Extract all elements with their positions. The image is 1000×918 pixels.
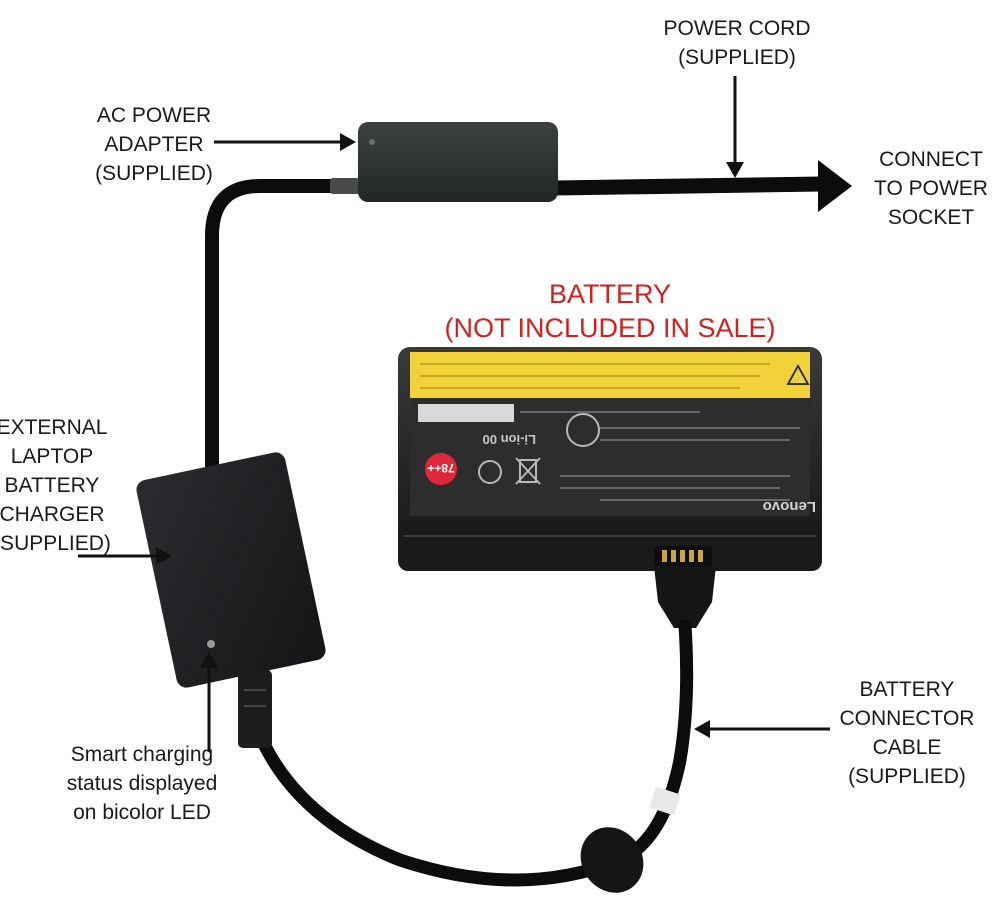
label-line: (SUPPLIED) [0,532,111,555]
label-line: AC POWER [96,104,212,127]
battery-brand-text: Lenovo [762,498,816,515]
label-line: CABLE [872,736,942,759]
ac-adapter [358,122,558,202]
label-charger: EXTERNAL LAPTOP BATTERY CHARGER (SUPPLIE… [0,413,114,558]
battery-pack [398,347,822,571]
label-line: (NOT INCLUDED IN SALE) [444,313,776,343]
dc-cable [205,179,347,485]
label-line: ADAPTER [104,133,204,156]
socket-arrowhead [818,160,852,212]
label-line: (SUPPLIED) [678,46,796,69]
label-connector-cable: BATTERY CONNECTOR CABLE (SUPPLIED) [832,675,982,791]
label-line: BATTERY [859,678,955,701]
connector-plug [654,566,716,628]
label-line: SOCKET [887,206,975,229]
power-cord-line [555,176,823,196]
label-line: BATTERY [548,279,672,309]
ferrite-core [580,827,644,893]
cable-strain-relief [330,178,360,194]
label-line: Smart charging [70,743,214,766]
recycle-icon [478,460,502,484]
cable-barcode-tag [649,787,681,815]
label-line: LAPTOP [10,445,94,468]
label-line: CONNECTOR [839,707,975,730]
label-line: CONNECT [879,148,983,171]
label-line: BATTERY [4,474,100,497]
battery-chemistry-text: Li-ion 00 [482,432,536,447]
battery-badge-text: 78++ [427,461,455,475]
label-line: on bicolor LED [73,801,211,824]
label-line: CHARGER [0,503,105,526]
label-ac-adapter: AC POWER ADAPTER (SUPPLIED) [84,101,224,188]
label-line: EXTERNAL [0,416,108,439]
label-power-cord: POWER CORD (SUPPLIED) [652,14,822,72]
bicolor-led-icon [207,640,215,648]
label-battery: BATTERY (NOT INCLUDED IN SALE) [420,277,800,345]
label-line: POWER CORD [663,17,811,40]
external-charger [136,452,326,688]
label-led-status: Smart charging status displayed on bicol… [52,740,232,827]
label-line: (SUPPLIED) [95,162,213,185]
label-line: (SUPPLIED) [848,765,966,788]
warning-triangle-icon [786,364,810,385]
certification-seal-icon [566,413,600,447]
bin-icon [519,459,537,483]
badge-disc [425,453,457,485]
label-connect-socket: CONNECT TO POWER SOCKET [866,145,996,232]
label-line: TO POWER [874,177,988,200]
adapter-led-icon [369,139,375,145]
charger-plug [238,670,272,748]
warning-strip [410,352,810,398]
label-line: status displayed [66,772,218,795]
